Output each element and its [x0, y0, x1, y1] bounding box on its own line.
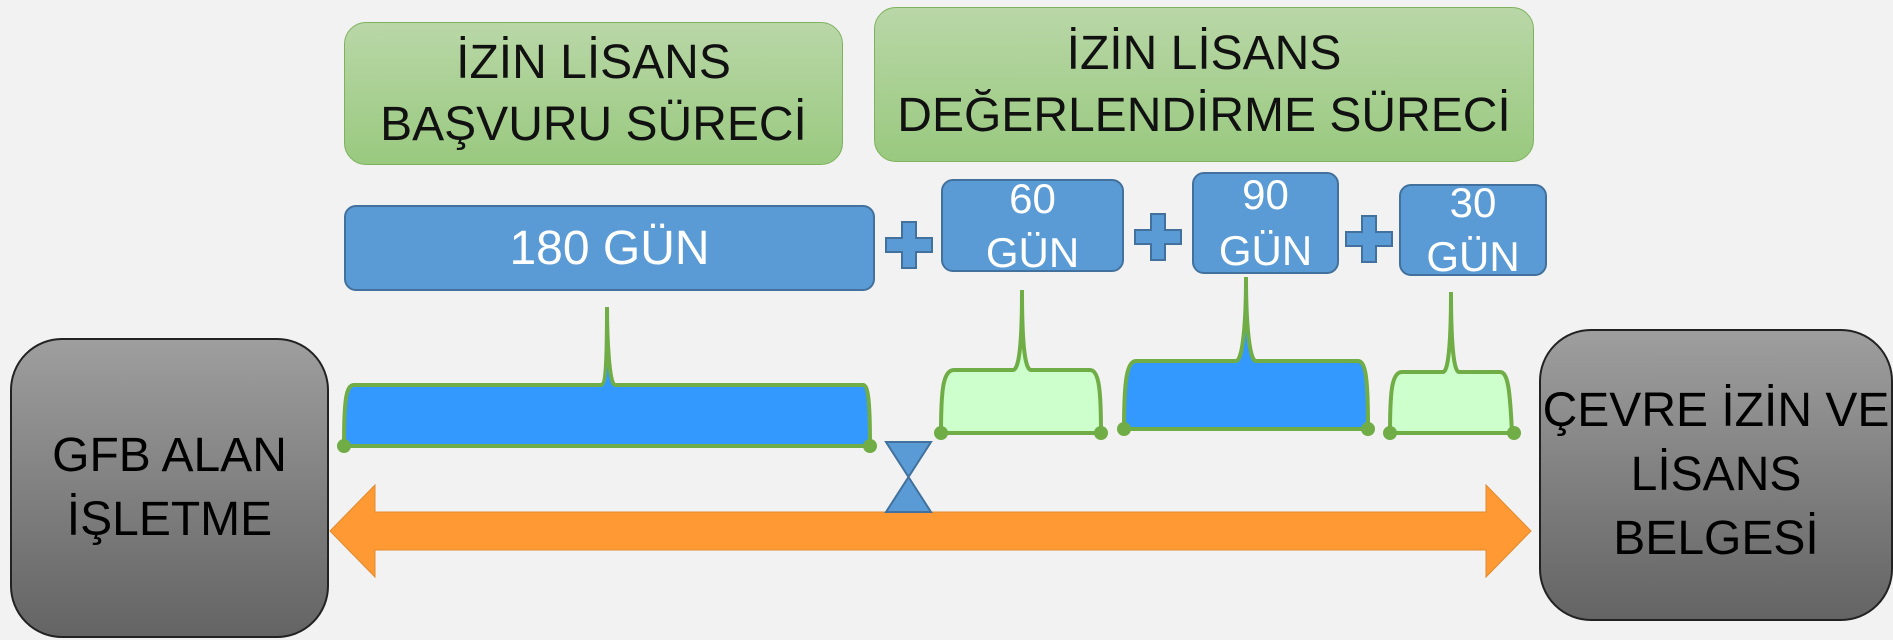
- end-line2: LİSANS: [1630, 448, 1802, 501]
- duration-180-days: 180 GÜN: [344, 205, 875, 291]
- duration-60-days: 60 GÜN: [941, 175, 1124, 276]
- brace-60: [938, 289, 1104, 435]
- application-header-line1: İZİN LİSANS: [456, 35, 731, 89]
- evaluation-process-header: İZİN LİSANS DEĞERLENDİRME SÜRECİ: [874, 7, 1534, 162]
- plus-icon: [885, 221, 933, 269]
- duration-180-label: 180 GÜN: [509, 221, 710, 275]
- timeline-double-arrow: [329, 483, 1532, 579]
- application-header-line2: BAŞVURU SÜRECİ: [380, 97, 807, 151]
- end-line3: BELGESİ: [1613, 512, 1819, 565]
- duration-60-unit: GÜN: [985, 228, 1080, 276]
- brace-180: [341, 306, 873, 448]
- application-process-header: İZİN LİSANS BAŞVURU SÜRECİ: [344, 22, 843, 165]
- duration-30-number: 30: [1449, 179, 1497, 226]
- duration-90-days: 90 GÜN: [1192, 171, 1339, 274]
- duration-90-unit: GÜN: [1218, 227, 1313, 274]
- brace-30: [1387, 291, 1515, 435]
- duration-60-number: 60: [1009, 174, 1056, 222]
- plus-icon: [1345, 215, 1393, 263]
- evaluation-header-line1: İZİN LİSANS: [1066, 26, 1342, 80]
- end-line1: ÇEVRE İZİN VE: [1542, 384, 1890, 437]
- duration-90-number: 90: [1242, 171, 1289, 218]
- start-line1: GFB ALAN: [52, 429, 287, 482]
- end-node-cevre-izin-belgesi: ÇEVRE İZİN VE LİSANS BELGESİ: [1539, 329, 1893, 621]
- plus-icon: [1134, 213, 1182, 261]
- brace-90: [1121, 276, 1371, 431]
- evaluation-header-line2: DEĞERLENDİRME SÜRECİ: [897, 88, 1511, 142]
- duration-30-days: 30 GÜN: [1399, 179, 1547, 280]
- start-line2: İŞLETME: [66, 493, 273, 546]
- start-node-gfb-alan: GFB ALAN İŞLETME: [10, 338, 329, 638]
- brace-endpoints: [337, 422, 1521, 453]
- hourglass-icon: [884, 441, 933, 513]
- duration-30-unit: GÜN: [1426, 233, 1520, 280]
